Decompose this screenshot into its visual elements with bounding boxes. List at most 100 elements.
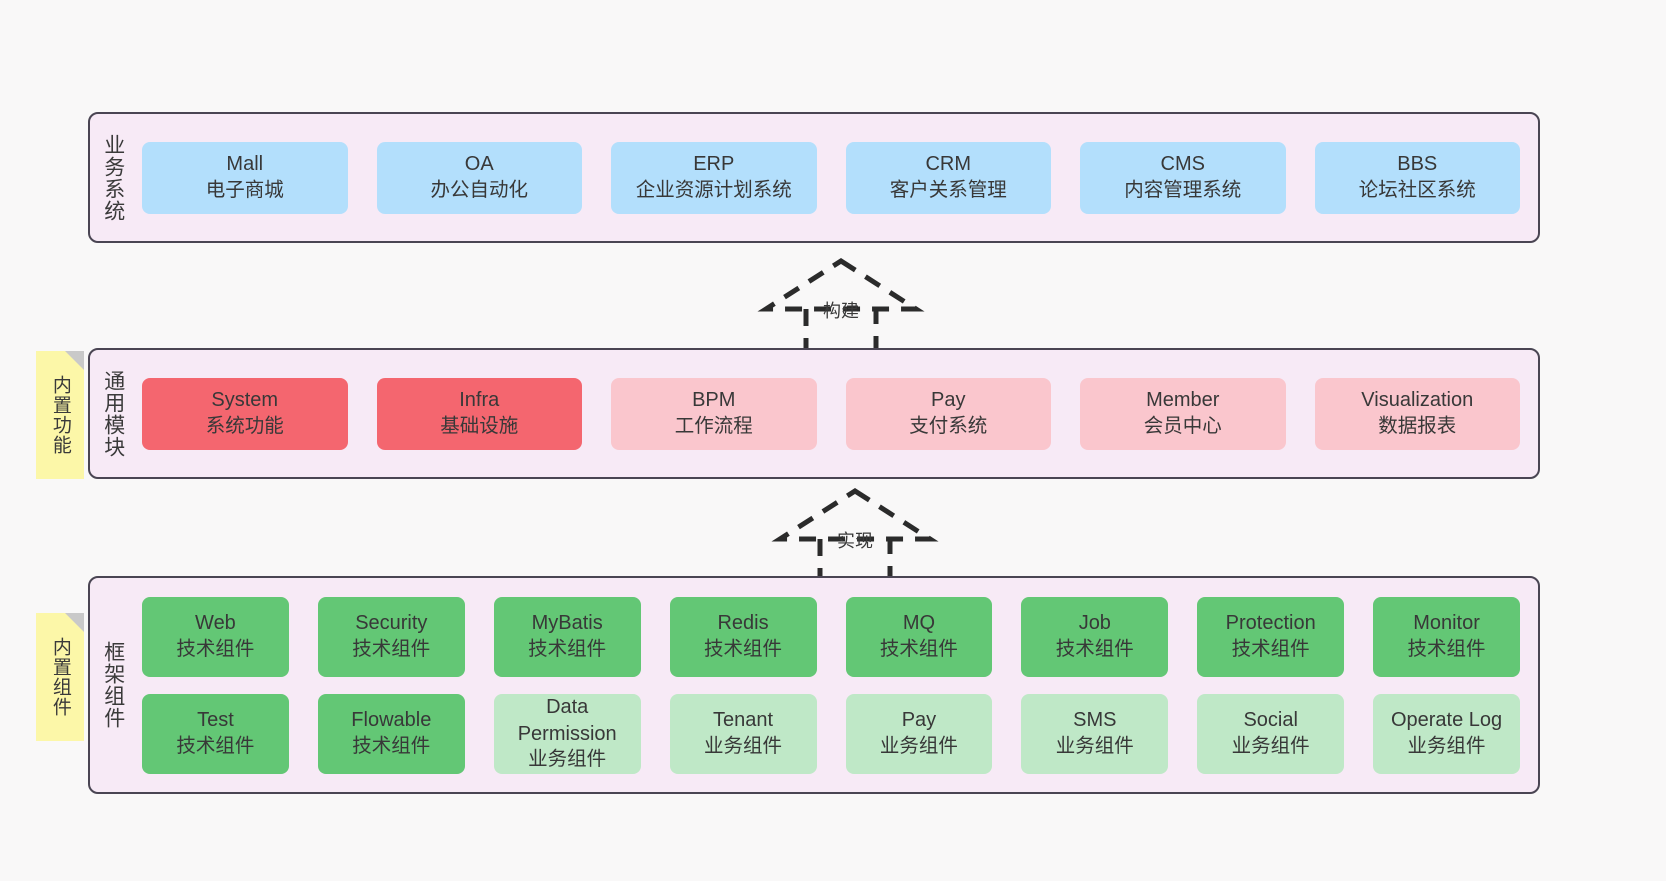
node-title: CRM xyxy=(925,153,972,176)
node-bpm[interactable]: BPM 工作流程 xyxy=(611,377,817,450)
node-subtitle: 技术组件 xyxy=(1407,637,1486,660)
node-test[interactable]: Test 技术组件 xyxy=(142,693,289,774)
layer-title-business-system: 业务系统 xyxy=(101,133,125,222)
layer-common-module[interactable]: 通用模块 System 系统功能 Infra 基础设施 BPM 工作流程 Pay… xyxy=(88,348,1540,479)
layer-framework-component[interactable]: 框架组件 Web 技术组件 Security 技术组件 MyBatis 技术组件… xyxy=(88,576,1540,794)
node-title: CMS xyxy=(1160,153,1205,176)
node-erp[interactable]: ERP 企业资源计划系统 xyxy=(611,141,817,214)
realization-arrow-icon xyxy=(771,488,939,587)
node-flowable[interactable]: Flowable 技术组件 xyxy=(317,693,465,774)
node-subtitle: 系统功能 xyxy=(205,414,284,437)
node-oa[interactable]: OA 办公自动化 xyxy=(376,141,582,214)
node-title: Web xyxy=(195,612,236,635)
node-subtitle: 企业资源计划系统 xyxy=(635,178,792,201)
node-subtitle: 基础设施 xyxy=(440,414,519,437)
node-title: BPM xyxy=(692,389,736,412)
node-mybatis[interactable]: MyBatis 技术组件 xyxy=(493,596,641,677)
node-operate-log[interactable]: Operate Log 业务组件 xyxy=(1373,693,1520,774)
connector-build: 构建 xyxy=(756,257,926,357)
node-cms[interactable]: CMS 内容管理系统 xyxy=(1080,141,1286,214)
node-visualization[interactable]: Visualization 数据报表 xyxy=(1314,377,1520,450)
layer-title-framework-component: 框架组件 xyxy=(101,641,125,729)
node-title: Member xyxy=(1146,389,1220,412)
layer-body-framework-component: Web 技术组件 Security 技术组件 MyBatis 技术组件 Redi… xyxy=(136,578,1538,792)
node-system[interactable]: System 系统功能 xyxy=(142,377,348,450)
node-title: SMS xyxy=(1073,709,1117,732)
node-title: MQ xyxy=(902,612,936,635)
node-tenant[interactable]: Tenant 业务组件 xyxy=(669,693,817,774)
node-pay-component[interactable]: Pay 业务组件 xyxy=(845,693,993,774)
node-web[interactable]: Web 技术组件 xyxy=(142,596,289,677)
node-subtitle: 技术组件 xyxy=(352,637,431,660)
node-subtitle: 业务组件 xyxy=(528,748,607,771)
node-title: Mall xyxy=(226,153,264,176)
node-title: Visualization xyxy=(1361,389,1474,412)
node-title: OA xyxy=(464,153,494,176)
note-label: 内置功能 xyxy=(49,375,71,455)
node-mq[interactable]: MQ 技术组件 xyxy=(845,596,993,677)
note-builtin-component[interactable]: 内置组件 xyxy=(36,613,84,741)
node-job[interactable]: Job 技术组件 xyxy=(1021,596,1169,677)
node-subtitle: 技术组件 xyxy=(528,637,607,660)
node-subtitle: 技术组件 xyxy=(352,734,431,757)
node-title: Test xyxy=(197,709,234,732)
node-subtitle: 技术组件 xyxy=(1231,637,1310,660)
node-sms[interactable]: SMS 业务组件 xyxy=(1021,693,1169,774)
connector-label-realize: 实现 xyxy=(837,531,873,551)
node-subtitle: 论坛社区系统 xyxy=(1358,178,1476,201)
note-label: 内置组件 xyxy=(49,637,71,717)
node-bbs[interactable]: BBS 论坛社区系统 xyxy=(1314,141,1520,214)
realization-arrow-icon xyxy=(757,258,925,357)
node-subtitle: 业务组件 xyxy=(1055,734,1134,757)
node-subtitle: 业务组件 xyxy=(704,734,783,757)
layer-title-common-module: 通用模块 xyxy=(101,369,125,458)
node-title: Monitor xyxy=(1413,612,1480,635)
node-subtitle: 电子商城 xyxy=(205,178,284,201)
connector-label-build: 构建 xyxy=(823,301,859,321)
node-pay-module[interactable]: Pay 支付系统 xyxy=(845,377,1051,450)
node-subtitle: 数据报表 xyxy=(1378,414,1457,437)
node-data-permission[interactable]: Data Permission 业务组件 xyxy=(493,693,641,774)
node-title: Flowable xyxy=(351,709,432,732)
node-crm[interactable]: CRM 客户关系管理 xyxy=(845,141,1051,214)
node-subtitle: 业务组件 xyxy=(879,734,958,757)
node-redis[interactable]: Redis 技术组件 xyxy=(669,596,817,677)
node-member[interactable]: Member 会员中心 xyxy=(1080,377,1286,450)
node-title: Pay xyxy=(931,389,966,412)
node-monitor[interactable]: Monitor 技术组件 xyxy=(1373,596,1520,677)
node-title: Job xyxy=(1078,612,1111,635)
connector-realize: 实现 xyxy=(770,487,940,587)
node-subtitle: 技术组件 xyxy=(1055,637,1134,660)
node-subtitle: 技术组件 xyxy=(176,637,255,660)
node-row: Web 技术组件 Security 技术组件 MyBatis 技术组件 Redi… xyxy=(142,596,1520,677)
node-subtitle: 工作流程 xyxy=(674,414,753,437)
node-title: Operate Log xyxy=(1390,709,1503,732)
node-protection[interactable]: Protection 技术组件 xyxy=(1197,596,1345,677)
layer-body-common-module: System 系统功能 Infra 基础设施 BPM 工作流程 Pay 支付系统… xyxy=(136,350,1538,477)
note-builtin-feature[interactable]: 内置功能 xyxy=(36,351,84,479)
node-row: Mall 电子商城 OA 办公自动化 ERP 企业资源计划系统 CRM 客户关系… xyxy=(142,141,1520,214)
node-subtitle: 技术组件 xyxy=(176,734,255,757)
node-subtitle: 会员中心 xyxy=(1143,414,1222,437)
node-row: System 系统功能 Infra 基础设施 BPM 工作流程 Pay 支付系统… xyxy=(142,377,1520,450)
node-subtitle: 内容管理系统 xyxy=(1124,178,1242,201)
node-title: Redis xyxy=(717,612,769,635)
layer-business-system[interactable]: 业务系统 Mall 电子商城 OA 办公自动化 ERP 企业资源计划系统 CRM… xyxy=(88,112,1540,243)
node-title: MyBatis xyxy=(531,612,603,635)
node-subtitle: 技术组件 xyxy=(704,637,783,660)
node-title: ERP xyxy=(693,153,735,176)
node-mall[interactable]: Mall 电子商城 xyxy=(142,141,348,214)
node-title: System xyxy=(211,389,279,412)
node-title: Pay xyxy=(901,709,937,732)
node-title: Data Permission xyxy=(517,696,617,745)
node-social[interactable]: Social 业务组件 xyxy=(1197,693,1345,774)
node-subtitle: 业务组件 xyxy=(1231,734,1310,757)
node-infra[interactable]: Infra 基础设施 xyxy=(376,377,582,450)
node-security[interactable]: Security 技术组件 xyxy=(317,596,465,677)
node-title: Social xyxy=(1243,709,1298,732)
layer-body-business-system: Mall 电子商城 OA 办公自动化 ERP 企业资源计划系统 CRM 客户关系… xyxy=(136,114,1538,241)
node-subtitle: 办公自动化 xyxy=(430,178,528,201)
node-subtitle: 业务组件 xyxy=(1407,734,1486,757)
node-title: Protection xyxy=(1225,612,1316,635)
